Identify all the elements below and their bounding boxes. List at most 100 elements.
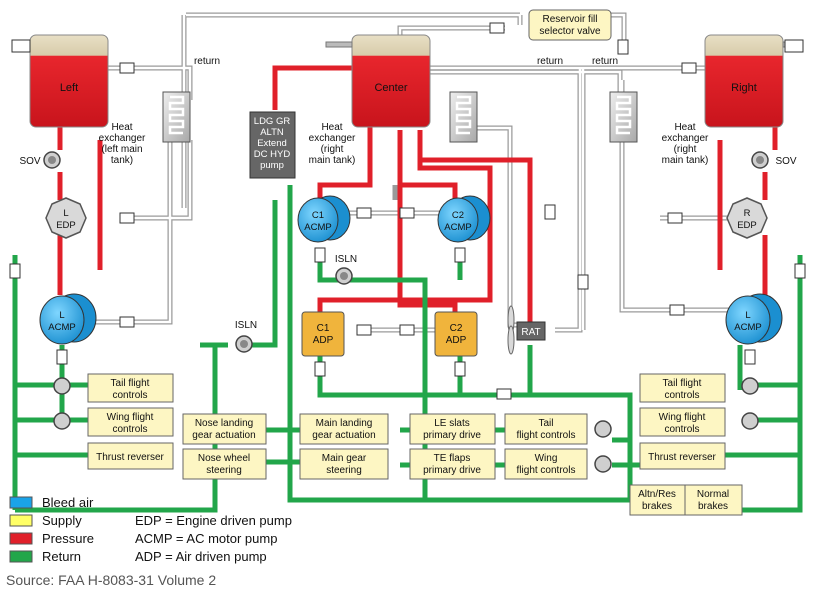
legend: Bleed air Supply Pressure Return EDP = E… (9, 495, 292, 564)
te-flaps-primary-drive: TE flaps primary drive (409, 448, 496, 480)
altn-res-brakes: Altn/Res brakes (629, 484, 686, 516)
svg-text:Wing: Wing (535, 453, 558, 464)
right-edp: R EDP (726, 197, 768, 239)
svg-text:C1: C1 (317, 323, 330, 334)
svg-text:controls: controls (112, 424, 147, 435)
svg-text:exchanger: exchanger (99, 133, 146, 144)
ldg-gr-altn-dc-hyd-pump: LDG GR ALTN Extend DC HYD pump (249, 111, 296, 179)
svg-text:ALTN: ALTN (260, 127, 284, 138)
svg-text:R: R (744, 208, 751, 219)
svg-text:EDP: EDP (56, 220, 76, 231)
svg-text:EDP: EDP (737, 220, 757, 231)
right-sov-valve: SOV (751, 151, 797, 169)
right-heat-exchanger (609, 91, 638, 143)
svg-text:steering: steering (326, 465, 362, 476)
svg-text:TE flaps: TE flaps (434, 453, 471, 464)
legend-abbr-acmp: ACMP = AC motor pump (135, 531, 277, 546)
legend-swatch-bleed-air (9, 496, 33, 509)
right-wing-flight-controls: Wing flight controls (639, 407, 726, 437)
legend-swatch-return (9, 550, 33, 563)
isln-label-lower: ISLN (235, 320, 257, 331)
svg-text:Wing flight: Wing flight (659, 412, 706, 423)
left-heat-exchanger (162, 91, 191, 143)
legend-swatch-pressure (9, 532, 33, 545)
svg-text:controls: controls (664, 390, 699, 401)
left-hx-label: Heat exchanger (left main tank) (99, 122, 146, 166)
svg-text:ADP: ADP (446, 335, 467, 346)
svg-text:Nose wheel: Nose wheel (198, 453, 250, 464)
control-valves (53, 377, 759, 473)
svg-text:Tail flight: Tail flight (663, 378, 702, 389)
legend-label-bleed-air: Bleed air (42, 495, 94, 510)
svg-text:Nose landing: Nose landing (195, 418, 253, 429)
svg-text:controls: controls (664, 424, 699, 435)
svg-text:LDG GR: LDG GR (254, 116, 291, 127)
right-tank: Right (704, 34, 784, 128)
c1-adp: C1 ADP (301, 311, 345, 357)
nose-wheel-steering: Nose wheel steering (182, 448, 267, 480)
svg-text:Reservoir fill: Reservoir fill (542, 14, 597, 25)
left-tank-label: Left (60, 82, 78, 94)
legend-swatch-supply (9, 514, 33, 527)
svg-text:Heat: Heat (111, 122, 132, 133)
svg-text:Thrust reverser: Thrust reverser (96, 452, 164, 463)
svg-text:Tail flight: Tail flight (111, 378, 150, 389)
svg-text:steering: steering (206, 465, 242, 476)
svg-text:flight controls: flight controls (517, 430, 576, 441)
svg-text:Normal: Normal (697, 489, 729, 500)
svg-text:controls: controls (112, 390, 147, 401)
svg-text:Main gear: Main gear (322, 453, 367, 464)
main-landing-gear-actuation: Main landing gear actuation (299, 413, 389, 445)
flow-arrows (9, 22, 806, 400)
le-slats-primary-drive: LE slats primary drive (409, 413, 496, 445)
left-thrust-reverser: Thrust reverser (87, 442, 174, 470)
svg-text:C1: C1 (312, 210, 324, 221)
center-tank-label: Center (374, 82, 407, 94)
right-acmp: L ACMP (725, 293, 783, 345)
return-label-right: return (592, 56, 618, 67)
center-hx-label: Heat exchanger (right main tank) (309, 122, 356, 166)
c2-acmp: C2 ACMP (437, 195, 491, 243)
right-thrust-reverser: Thrust reverser (639, 442, 726, 470)
right-sov-label: SOV (775, 156, 796, 167)
c2-adp: C2 ADP (434, 311, 478, 357)
svg-text:Heat: Heat (674, 122, 695, 133)
left-sov-label: SOV (19, 156, 40, 167)
svg-text:ACMP: ACMP (48, 322, 75, 333)
svg-text:Wing flight: Wing flight (107, 412, 154, 423)
svg-text:selector valve: selector valve (539, 26, 601, 37)
center-tail-flight-controls: Tail flight controls (504, 413, 588, 445)
left-tank: Left (29, 34, 109, 128)
svg-text:ACMP: ACMP (304, 222, 331, 233)
svg-text:exchanger: exchanger (662, 133, 709, 144)
svg-text:Extend: Extend (257, 138, 287, 149)
svg-text:tank): tank) (111, 155, 133, 166)
svg-text:DC HYD: DC HYD (254, 149, 291, 160)
left-tail-flight-controls: Tail flight controls (87, 373, 174, 403)
left-sov-valve: SOV (19, 151, 61, 169)
svg-text:primary drive: primary drive (423, 465, 481, 476)
svg-text:brakes: brakes (642, 501, 672, 512)
svg-text:Heat: Heat (321, 122, 342, 133)
legend-abbr-edp: EDP = Engine driven pump (135, 513, 292, 528)
svg-text:(right: (right (674, 144, 697, 155)
left-acmp: L ACMP (39, 293, 97, 345)
svg-text:Tail: Tail (538, 418, 553, 429)
rat-label: RAT (521, 327, 540, 338)
center-tank: Center (351, 34, 431, 128)
right-tank-label: Right (731, 82, 757, 94)
source-caption: Source: FAA H-8083-31 Volume 2 (6, 572, 217, 588)
svg-text:(left main: (left main (101, 144, 142, 155)
return-label-center: return (537, 56, 563, 67)
legend-label-supply: Supply (42, 513, 82, 528)
svg-text:Altn/Res: Altn/Res (638, 489, 676, 500)
svg-text:gear actuation: gear actuation (192, 430, 255, 441)
svg-text:pump: pump (260, 160, 284, 171)
svg-text:Main landing: Main landing (316, 418, 373, 429)
left-edp: L EDP (45, 197, 87, 239)
right-hx-label: Heat exchanger (right main tank) (662, 122, 709, 166)
svg-text:brakes: brakes (698, 501, 728, 512)
svg-text:gear actuation: gear actuation (312, 430, 375, 441)
svg-text:L: L (59, 310, 64, 321)
